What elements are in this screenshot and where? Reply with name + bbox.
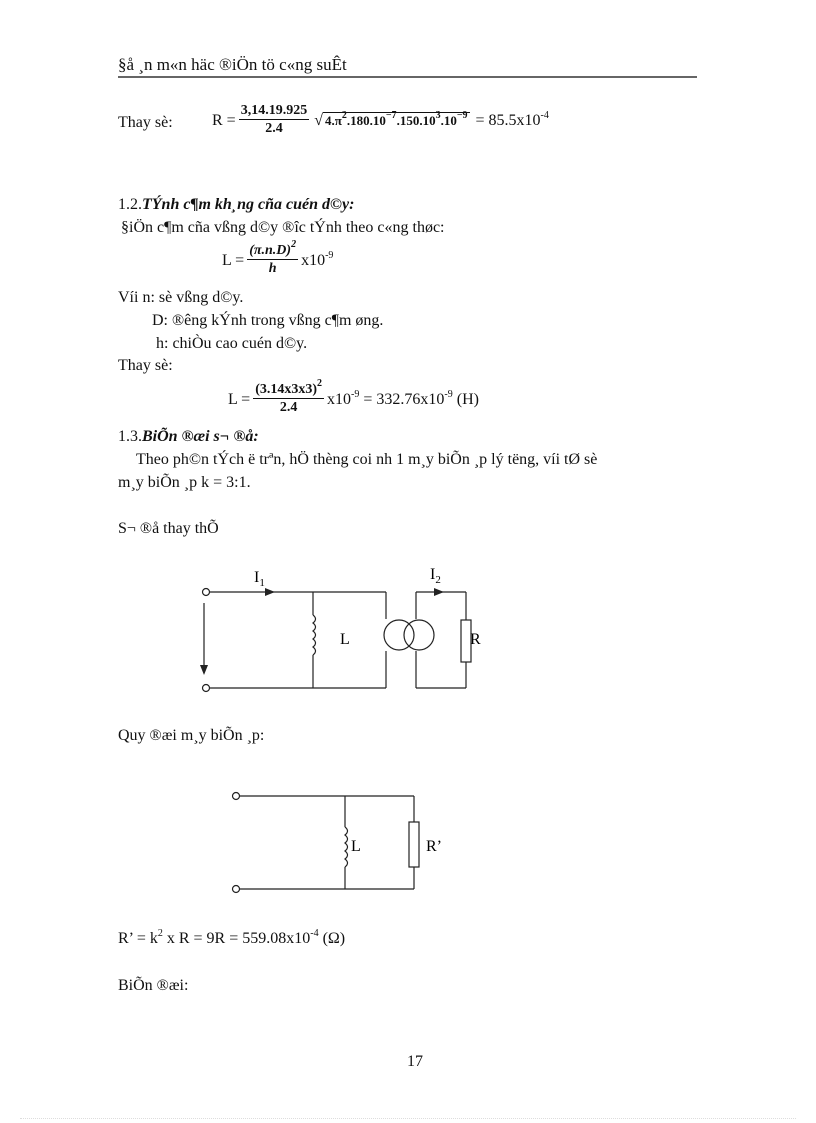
section-1-3-para-line2: m¸y biÕn ¸p k = 3:1. <box>118 474 251 491</box>
substitute-label: Thay sè: <box>118 357 173 374</box>
r-prime-eq-lhs: R’ = k <box>118 930 158 947</box>
formula-l-sub-num-text: (3.14x3x3) <box>255 382 318 397</box>
formula-r-result: = 85.5x10-4 <box>475 109 549 130</box>
sqrt-term-1: 4.π <box>324 113 342 128</box>
voltage-arrow-icon <box>200 665 208 675</box>
resistor-r-prime-label: R’ <box>426 838 442 855</box>
terminal-top <box>231 791 241 801</box>
r-prime-eq-exp: 2 <box>157 928 163 939</box>
inductor-l-label: L <box>340 631 350 648</box>
formula-l-num-text: (π.n.D) <box>249 243 292 258</box>
formula-r-fraction: 3,14.19.925 2.4 <box>238 103 310 138</box>
formula-l-lhs: L = <box>222 251 245 269</box>
sqrt-term-3: .150.10 <box>396 113 436 128</box>
section-1-2-heading: 1.2.TÝnh c¶m kh¸ng cña cuén d©y: <box>118 196 354 214</box>
r-prime-eq-rest: x R = 9R = 559.08x10 <box>162 930 311 947</box>
formula-r-label: Thay sè: <box>118 114 173 131</box>
formula-l-sub-denominator: 2.4 <box>279 400 298 415</box>
section-1-2-intro: §iÖn c¶m cña vßng d©y ®îc tÝnh theo c«ng… <box>121 219 445 236</box>
formula-r-result-value: = 85.5x10 <box>475 111 541 129</box>
formula-l-sub-result-exp: -9 <box>444 388 453 400</box>
header-rule <box>118 76 697 78</box>
sqrt-term-4: .10 <box>440 113 457 128</box>
formula-l-substituted: L = (3.14x3x3)2 2.4 x10-9 = 332.76x10-9 … <box>228 379 479 417</box>
page-number: 17 <box>407 1053 423 1070</box>
formula-r-sqrt: 4.π2.180.10−7.150.103.10−9 <box>322 110 470 129</box>
formula-l-numerator: (π.n.D)2 <box>247 240 299 260</box>
sqrt-exp-3: 3 <box>435 110 441 121</box>
terminal-bottom <box>201 683 211 693</box>
where-d: D: ®êng kÝnh trong vßng c¶m øng. <box>152 312 384 329</box>
inductor-l-label: L <box>351 838 361 855</box>
terminal-bottom <box>231 884 241 894</box>
diagram2-label: Quy ®æi m¸y biÕn ¸p: <box>118 727 265 744</box>
formula-l-sub-unit: (H) <box>456 390 479 408</box>
r-prime-eq-unit: (Ω) <box>318 930 346 947</box>
inductor-symbol <box>312 614 317 656</box>
transformer-secondary-coil <box>403 619 435 651</box>
formula-l-sub-fraction: (3.14x3x3)2 2.4 <box>253 379 325 417</box>
where-n: Víi n: sè vßng d©y. <box>118 289 244 306</box>
equivalent-circuit-diagram: I1 I2 L R <box>200 566 481 693</box>
formula-l-sub-numerator: (3.14x3x3)2 <box>253 379 325 399</box>
formula-l-fraction: (π.n.D)2 h <box>247 240 299 278</box>
formula-l-sub-mid-exp: -9 <box>351 388 360 400</box>
transformer-primary-coil <box>383 619 415 651</box>
sqrt-exp-4: −9 <box>456 110 468 121</box>
formula-l-suffix-exp: -9 <box>325 249 334 261</box>
diagram1-label: S¬ ®å thay thÕ <box>118 520 219 537</box>
formula-l-suffix: x10-9 <box>301 249 334 270</box>
formula-r-lhs: R = <box>212 111 236 129</box>
formula-r-result-exp: -4 <box>540 109 549 121</box>
document-header-title: §å ¸n m«n häc ®iÖn tö c«ng suÊt <box>118 55 347 74</box>
resistor-r-label: R <box>470 631 481 648</box>
formula-l-denominator: h <box>268 261 277 276</box>
section-1-3-para-line1: Theo ph©n tÝch ë trªn, hÖ thèng coi nh 1… <box>136 451 598 468</box>
conversion-label: BiÕn ®æi: <box>118 977 189 994</box>
terminal-top <box>201 587 211 597</box>
sqrt-exp-1: 2 <box>341 110 347 121</box>
sqrt-term-2: .180.10 <box>346 113 386 128</box>
current-i1-label: I1 <box>254 569 265 589</box>
referred-circuit-diagram: L R’ <box>231 791 442 894</box>
current-i2-label: I2 <box>430 566 441 586</box>
page-bottom-border <box>20 1118 796 1119</box>
formula-l-sub-mid: x10 <box>327 390 352 408</box>
r-prime-equation: R’ = k2 x R = 9R = 559.08x10-4 (Ω) <box>118 928 346 948</box>
formula-l-sub-result: = 332.76x10 <box>363 390 445 408</box>
sqrt-exp-2: −7 <box>385 110 397 121</box>
formula-l-sub-lhs: L = <box>228 390 251 408</box>
inductor-symbol <box>344 826 349 868</box>
where-h: h: chiÒu cao cuén d©y. <box>156 335 308 352</box>
sqrt-sign: √ <box>314 111 323 129</box>
current-i2-arrow-icon <box>434 588 444 596</box>
section-1-3-title: BiÕn ®æi s¬ ®å: <box>142 428 259 445</box>
section-1-3-heading: 1.3.BiÕn ®æi s¬ ®å: <box>118 428 259 446</box>
formula-l-sub-rest: x10-9 = 332.76x10-9 (H) <box>327 388 479 409</box>
formula-l-suffix-text: x10 <box>301 251 326 269</box>
section-1-3-number: 1.3. <box>118 428 142 445</box>
formula-r: R = 3,14.19.925 2.4 √4.π2.180.10−7.150.1… <box>212 103 549 138</box>
section-1-2-number: 1.2. <box>118 196 142 213</box>
resistor-r-prime-symbol <box>408 821 420 868</box>
formula-r-denominator: 2.4 <box>265 121 283 136</box>
formula-l: L = (π.n.D)2 h x10-9 <box>222 240 334 278</box>
section-1-2-title: TÝnh c¶m kh¸ng cña cuén d©y: <box>142 196 355 213</box>
current-i1-arrow-icon <box>265 588 275 596</box>
formula-l-num-exp: 2 <box>291 239 297 250</box>
r-prime-eq-rest-exp: -4 <box>310 928 319 939</box>
formula-l-sub-num-exp: 2 <box>317 378 323 389</box>
formula-r-numerator: 3,14.19.925 <box>238 103 310 120</box>
